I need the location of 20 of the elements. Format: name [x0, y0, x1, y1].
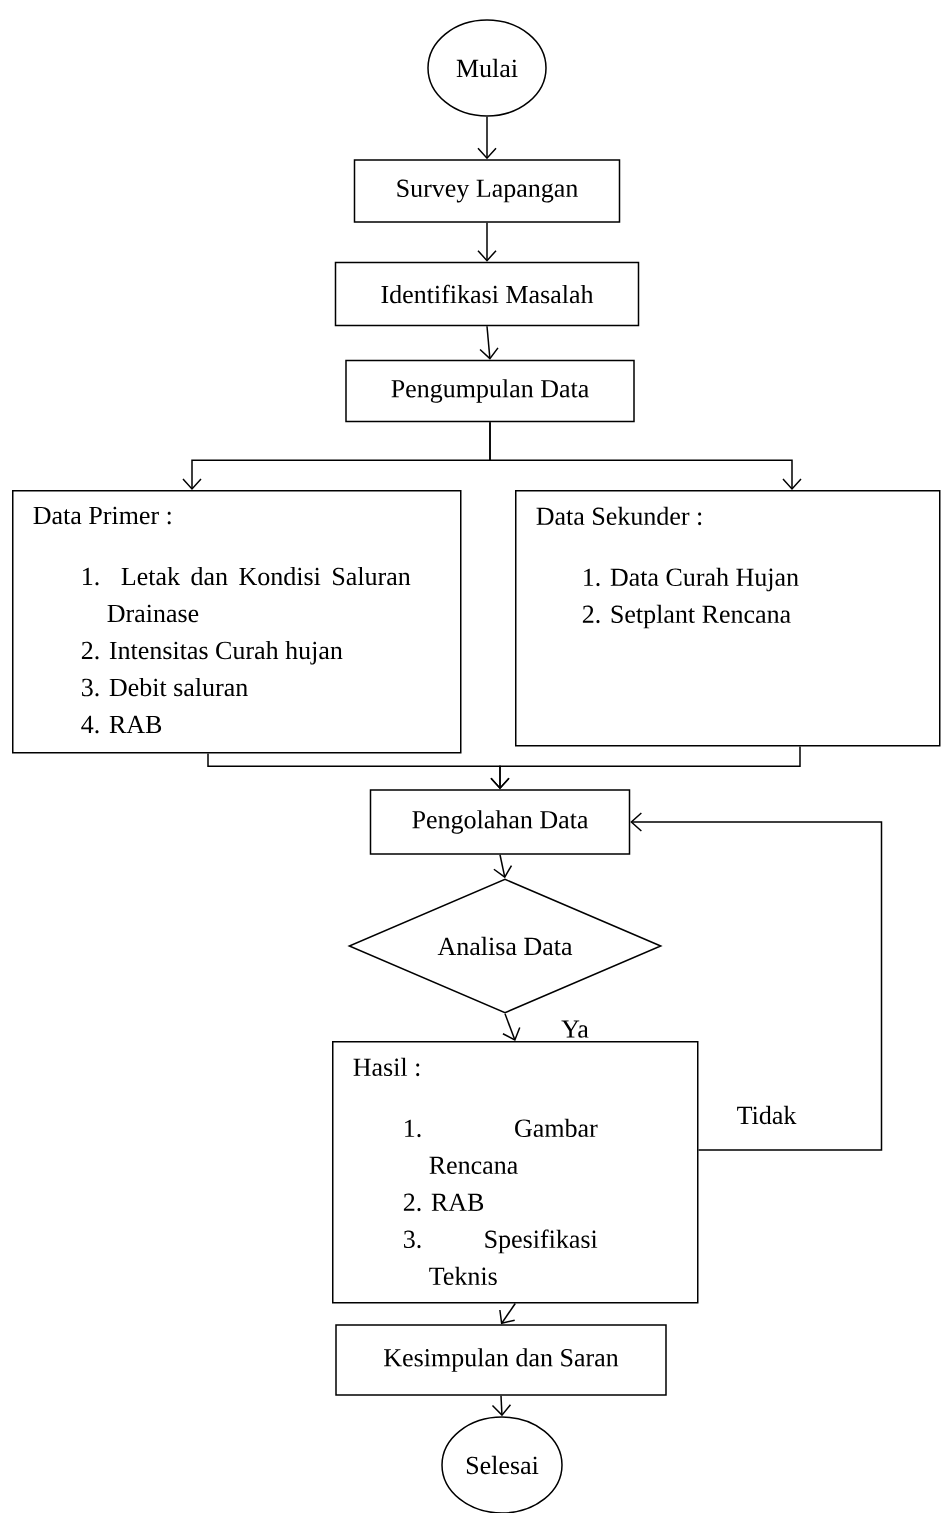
- arrow: [630, 812, 883, 1151]
- process-box: Survey Lapangan: [353, 159, 621, 223]
- list-box: Hasil : 1. Gambar Rencana 2. RAB 3. Spesifikasi Teknis: [332, 1041, 699, 1304]
- process-box: Kesimpulan dan Saran: [335, 1324, 667, 1396]
- process-box: Pengolahan Data: [369, 789, 631, 855]
- arrow: [477, 222, 497, 262]
- edge-label: Tidak: [734, 1103, 799, 1127]
- list-box: Data Primer : 1. Letak dan Kondisi Saluran Drainase 2. Intensitas Curah hujan 3. Debit saluran 4. RAB: [12, 490, 462, 754]
- process-box: Pengumpulan Data: [345, 359, 635, 423]
- arrow: [490, 745, 801, 790]
- arrow: [491, 1395, 512, 1417]
- arrow: [479, 325, 499, 360]
- arrow: [499, 1302, 516, 1325]
- list-box: Data Sekunder : 1. Data Curah Hujan 2. Setplant Rencana: [515, 490, 941, 747]
- arrow: [477, 116, 497, 160]
- arrow: [489, 421, 802, 490]
- arrow: [493, 854, 513, 879]
- arrow: [502, 1013, 521, 1041]
- edge-label: Ya: [559, 1018, 591, 1040]
- process-box: Identifikasi Masalah: [334, 261, 640, 327]
